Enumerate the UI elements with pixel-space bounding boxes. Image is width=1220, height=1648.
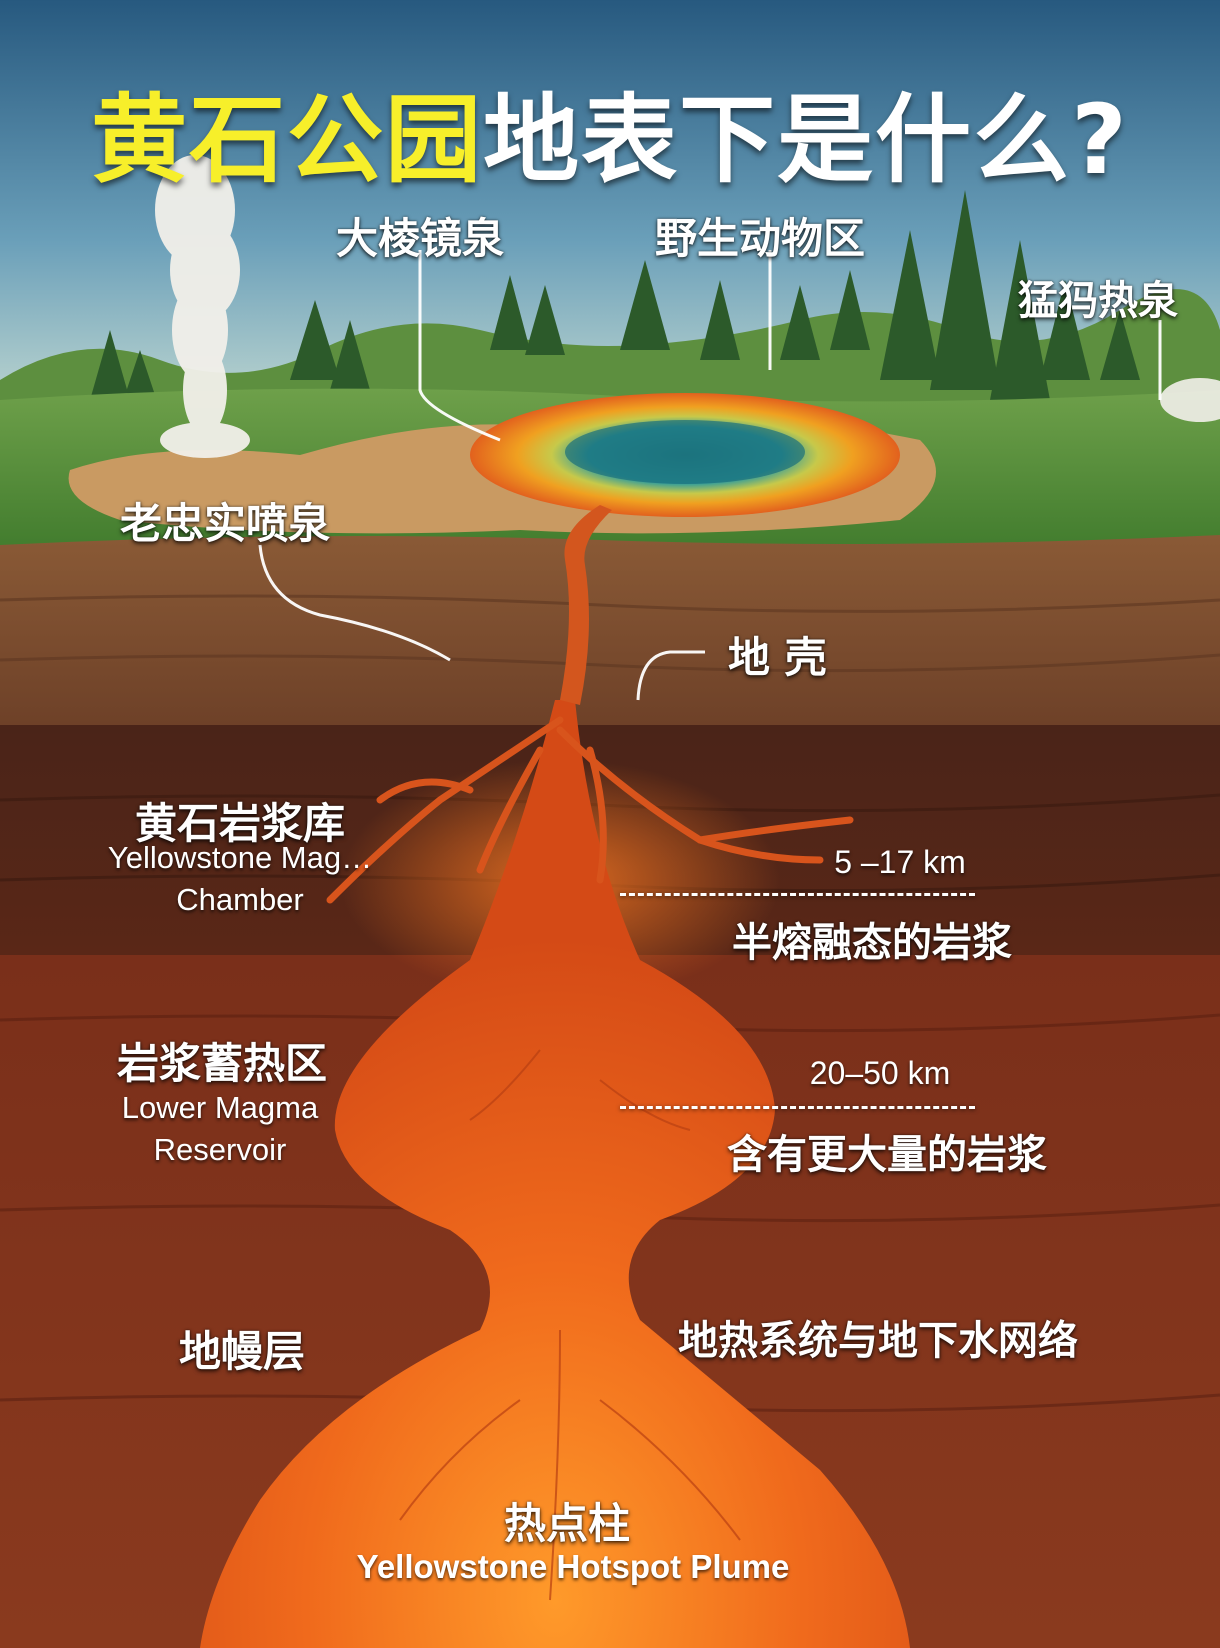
desc-lower-reservoir: 含有更大量的岩浆: [727, 1132, 1047, 1178]
label-wildlife-area: 野生动物区: [654, 214, 866, 263]
divider-lower-reservoir: [620, 1106, 975, 1109]
label-magma-chamber-en-2: Chamber: [176, 882, 304, 917]
crust-layer: [0, 535, 1220, 725]
title-highlight: 黄石公园: [91, 84, 484, 196]
label-lower-reservoir-en-1: Lower Magma: [121, 1090, 319, 1125]
label-mammoth-hot-springs: 猛犸热泉: [1018, 278, 1178, 324]
label-grand-prismatic: 大棱镜泉: [335, 214, 505, 263]
depth-magma-chamber: 5 –17 km: [834, 844, 966, 880]
label-lower-reservoir-en-2: Reservoir: [153, 1132, 287, 1167]
label-hotspot-plume-zh: 热点柱: [503, 1499, 631, 1548]
title-rest: 地表下是什么?: [483, 84, 1129, 196]
label-mantle: 地幔层: [178, 1327, 306, 1376]
magma-veins: [326, 716, 854, 904]
desc-magma-chamber: 半熔融态的岩浆: [732, 920, 1012, 966]
magma-plume: [200, 700, 910, 1648]
page-title: 黄石公园地表下是什么?: [0, 62, 1220, 201]
label-crust: 地 壳: [728, 633, 827, 682]
crust-strata: [0, 594, 1220, 673]
label-geothermal-system: 地热系统与地下水网络: [678, 1318, 1078, 1364]
conifer-trees: [90, 190, 1140, 410]
divider-magma-chamber: [620, 893, 975, 896]
label-magma-chamber-zh: 黄石岩浆库: [134, 799, 346, 848]
callout-lines: [258, 250, 1162, 701]
label-hotspot-plume-en: Yellowstone Hotspot Plume: [356, 1548, 790, 1585]
label-lower-reservoir-zh: 岩浆蓄热区: [116, 1039, 328, 1088]
geyser-steam: [155, 155, 250, 458]
label-old-faithful: 老忠实喷泉: [119, 499, 331, 548]
label-magma-chamber-en-1: Yellowstone Mag…: [107, 840, 373, 875]
mammoth-steam: [1160, 378, 1220, 422]
depth-lower-reservoir: 20–50 km: [809, 1055, 951, 1091]
magma-conduit: [560, 505, 612, 705]
